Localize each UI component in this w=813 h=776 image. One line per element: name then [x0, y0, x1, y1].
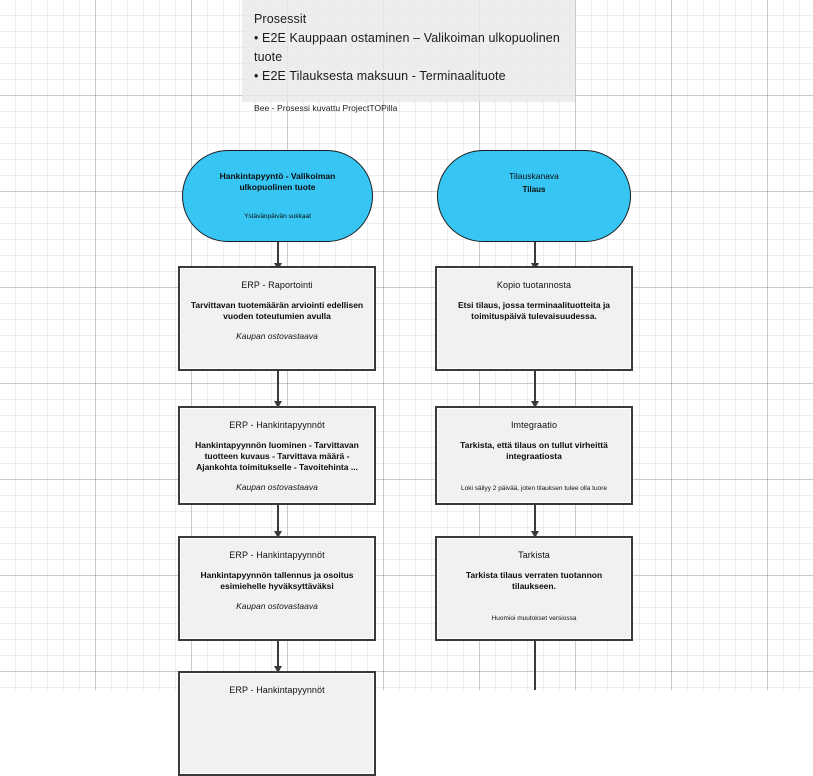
node-head: ERP - Hankintapyynnöt	[229, 685, 325, 695]
diagram-canvas[interactable]	[0, 0, 813, 690]
legend-panel: Prosessit • E2E Kauppaan ostaminen – Val…	[242, 0, 575, 113]
node-left-task-4[interactable]: ERP - Hankintapyynnöt	[178, 671, 376, 776]
node-note: Huomioi muutokset versiossa	[491, 615, 577, 622]
node-body: Hankintapyynnön tallennus ja osoitus esi…	[200, 570, 354, 591]
node-note: Loki säilyy 2 päivää, joten tilauksen tu…	[461, 485, 607, 492]
node-body: Etsi tilaus, jossa terminaalituotteita j…	[457, 300, 611, 321]
legend-item-1: • E2E Tilauksesta maksuun - Terminaalitu…	[254, 69, 506, 83]
node-head: Hankintapyyntö - Valikoiman ulkopuolinen…	[219, 171, 336, 192]
node-right-task-3[interactable]: Tarkista Tarkista tilaus verraten tuotan…	[435, 536, 633, 641]
node-right-task-2[interactable]: Imtegraatio Tarkista, että tilaus on tul…	[435, 406, 633, 505]
node-right-task-1[interactable]: Kopio tuotannosta Etsi tilaus, jossa ter…	[435, 266, 633, 371]
legend-note: Bee - Prosessi kuvattu ProjectTOPilla	[254, 103, 398, 113]
legend-title: Prosessit	[254, 12, 307, 26]
node-body: Tarkista tilaus verraten tuotannon tilau…	[465, 570, 603, 591]
node-left-start[interactable]: Hankintapyyntö - Valikoiman ulkopuolinen…	[182, 150, 373, 242]
node-head: Imtegraatio	[510, 420, 558, 430]
node-role: Kaupan ostovastaava	[236, 331, 318, 341]
node-subhead: Tilaus	[522, 185, 546, 194]
node-head: ERP - Hankintapyynnöt	[229, 420, 325, 430]
node-head: ERP - Raportointi	[241, 280, 313, 290]
node-right-start[interactable]: Tilauskanava Tilaus	[437, 150, 631, 242]
node-note: Ystävänpäivän sukkaat	[244, 213, 311, 220]
node-role: Kaupan ostovastaava	[236, 482, 318, 492]
node-head: Kopio tuotannosta	[496, 280, 572, 290]
node-left-task-1[interactable]: ERP - Raportointi Tarvittavan tuotemäärä…	[178, 266, 376, 371]
node-body: Hankintapyynnön luominen - Tarvittavan t…	[195, 440, 359, 472]
node-role: Kaupan ostovastaava	[236, 601, 318, 611]
legend-item-0: • E2E Kauppaan ostaminen – Valikoiman ul…	[254, 31, 560, 64]
node-head: ERP - Hankintapyynnöt	[229, 550, 325, 560]
node-head: Tilauskanava	[509, 171, 559, 181]
node-body: Tarvittavan tuotemäärän arviointi edelli…	[190, 300, 364, 321]
node-head: Tarkista	[518, 550, 550, 560]
node-body: Tarkista, että tilaus on tullut virheitt…	[460, 440, 608, 461]
node-left-task-3[interactable]: ERP - Hankintapyynnöt Hankintapyynnön ta…	[178, 536, 376, 641]
node-left-task-2[interactable]: ERP - Hankintapyynnöt Hankintapyynnön lu…	[178, 406, 376, 505]
